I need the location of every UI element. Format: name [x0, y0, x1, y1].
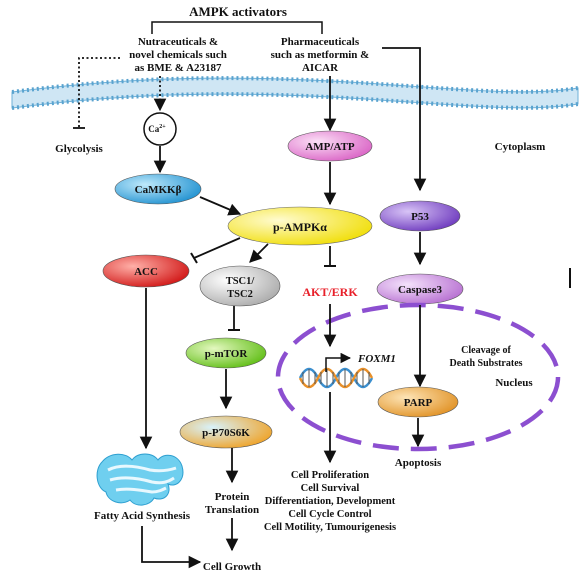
tsc-label-1: TSC1/	[226, 276, 256, 287]
pharmaceuticals-line-2: such as metformin &	[271, 49, 370, 61]
p-ampka-label: p-AMPKα	[273, 220, 327, 234]
cleavage-line-1: Cleavage of	[461, 345, 511, 356]
nutraceuticals-line-1: Nutraceuticals &	[138, 36, 218, 48]
p53-activation-arrow	[382, 47, 427, 192]
outcome-5: Cell Motility, Tumourigenesis	[264, 522, 396, 533]
caspase3-label: Caspase3	[398, 284, 443, 296]
cell-membrane	[11, 76, 579, 110]
tsc-label-2: TSC2	[227, 289, 253, 300]
amp-atp-node	[287, 130, 373, 162]
parp-node	[377, 386, 459, 418]
foxm1-label: FOXM1	[357, 353, 396, 365]
dna-helix-icon	[298, 367, 374, 389]
nucleus-label: Nucleus	[495, 377, 533, 389]
nutraceuticals-line-3: as BME & A23187	[134, 62, 222, 74]
p-p70s6k-node	[179, 415, 273, 449]
cell-growth-label: Cell Growth	[203, 561, 261, 573]
fatty-acid-to-growth-arrow	[141, 526, 202, 569]
ampk-to-tsc-arrow	[249, 243, 269, 263]
outcome-2: Cell Survival	[301, 483, 360, 494]
p53-node	[379, 200, 461, 232]
acc-label: ACC	[134, 266, 158, 278]
p53-label: P53	[411, 211, 429, 223]
camkkb-to-ampk-arrow	[199, 196, 242, 216]
tsc-node	[199, 265, 281, 307]
title-bracket	[151, 21, 323, 34]
ampk-acc-inhibition-bar	[190, 252, 198, 264]
transcription-arrow	[325, 352, 352, 372]
parp-label: PARP	[404, 397, 433, 409]
apoptosis-label: Apoptosis	[395, 457, 442, 469]
camkkb-node	[114, 173, 202, 205]
ca-circle	[143, 112, 177, 146]
fatty-acid-synthesis-label: Fatty Acid Synthesis	[94, 510, 191, 522]
outcome-1: Cell Proliferation	[291, 470, 369, 481]
cytoplasm-label: Cytoplasm	[495, 141, 546, 153]
outcome-4: Cell Cycle Control	[288, 509, 371, 520]
pharmaceuticals-line-1: Pharmaceuticals	[281, 36, 360, 48]
camkkb-label: CaMKKβ	[135, 184, 182, 196]
nucleus-boundary	[275, 302, 561, 452]
nutraceuticals-line-2: novel chemicals such	[129, 49, 227, 61]
acc-node	[102, 254, 190, 288]
cleavage-line-2: Death Substrates	[449, 358, 522, 369]
akt-erk-label: AKT/ERK	[302, 285, 358, 299]
p-mtor-node	[185, 337, 267, 369]
p-p70s6k-label: p-P70S6K	[202, 427, 250, 439]
ca-label: Ca2+	[148, 124, 166, 134]
pharmaceuticals-line-3: AICAR	[302, 62, 339, 74]
glycolysis-inhibition-line	[78, 57, 120, 128]
amp-atp-label: AMP/ATP	[305, 141, 355, 153]
protein-translation-line-1: Protein	[215, 491, 250, 503]
endoplasmic-reticulum-icon	[96, 453, 184, 506]
ampk-acc-inhibition-line	[193, 237, 241, 259]
outcome-3: Differentiation, Development	[265, 496, 396, 507]
p-ampka-node	[227, 206, 373, 246]
protein-translation-line-2: Translation	[205, 504, 259, 516]
diagram-title: AMPK activators	[189, 4, 287, 19]
p-mtor-label: p-mTOR	[205, 348, 249, 360]
glycolysis-label: Glycolysis	[55, 143, 103, 155]
